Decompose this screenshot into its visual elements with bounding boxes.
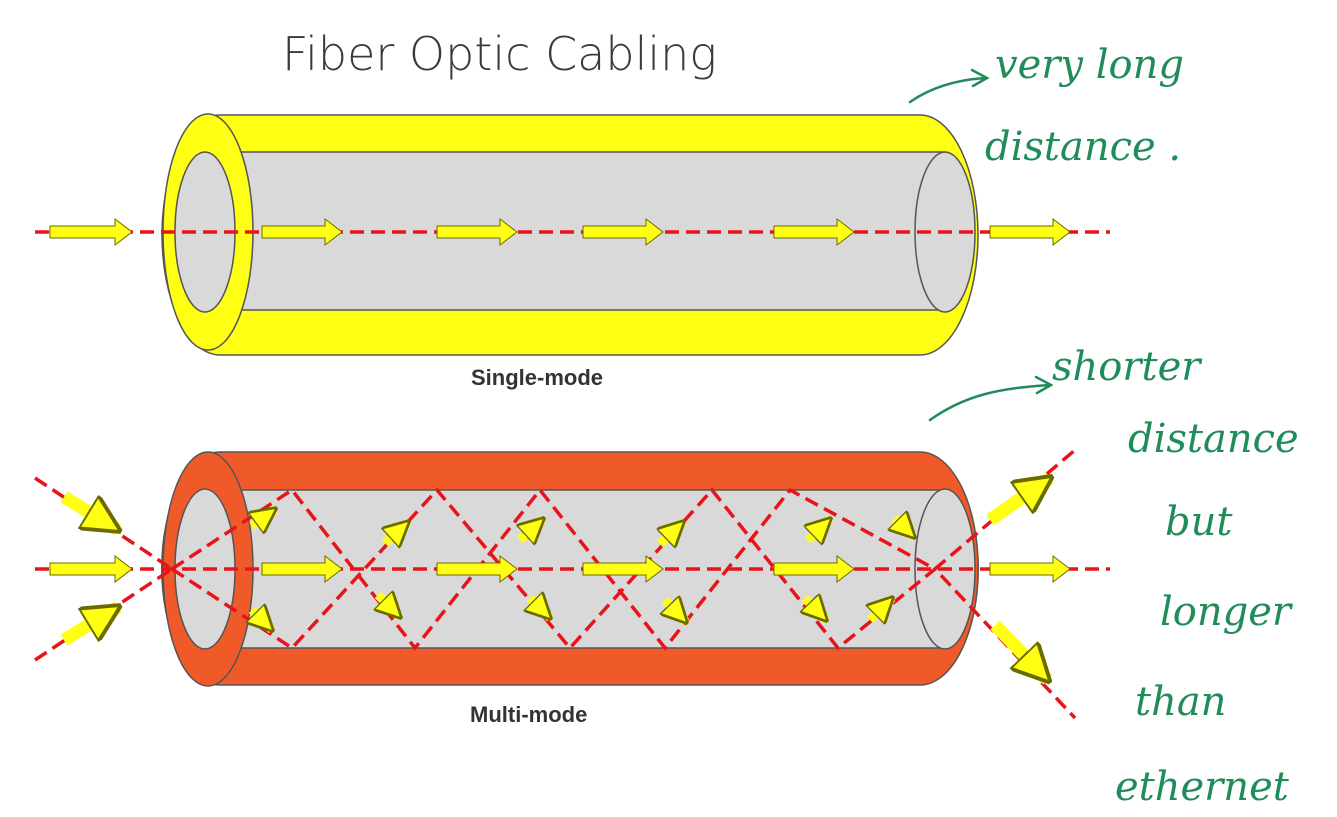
multi-mode-arrow-d10: [805, 598, 826, 620]
multi-note-line-1: shorter: [1052, 344, 1203, 390]
single-mode-arrow-2: [261, 217, 343, 247]
multi-mode-rays: [34, 448, 1110, 720]
single-mode-label: Single-mode: [471, 365, 603, 390]
multi-note-line-4: longer: [1160, 589, 1294, 635]
multi-mode-arrow-axis-3: [582, 554, 664, 584]
single-mode-arrow-5: [773, 217, 855, 247]
multi-mode-arrow-in-upper: [60, 491, 118, 536]
multi-mode-arrow-d12: [870, 598, 892, 620]
multi-mode-arrow-axis-4: [773, 554, 855, 584]
multi-mode-arrow-d11: [895, 518, 914, 537]
multi-mode-arrow-in-lower: [60, 601, 118, 646]
multi-mode-arrow-out-mid: [989, 554, 1071, 584]
multi-note-line-2: distance: [1128, 416, 1299, 462]
single-mode-arrow-1: [49, 217, 133, 247]
multi-mode-arrow-out-lower: [990, 620, 1048, 680]
multi-mode-label: Multi-mode: [470, 702, 587, 727]
multi-mode-arrow-axis-1: [261, 554, 343, 584]
multi-mode-arrow-d2: [252, 610, 272, 630]
multi-mode-arrow-d7: [660, 522, 683, 544]
single-mode-rays: [35, 217, 1110, 247]
single-annotation-arrow: [908, 68, 990, 104]
multi-note-line-3: but: [1165, 499, 1233, 545]
multi-mode-arrow-d9: [808, 519, 830, 540]
diagram-title: Fiber Optic Cabling: [282, 27, 717, 81]
multi-mode-arrow-in-mid: [49, 554, 133, 584]
multi-mode-arrow-axis-2: [436, 554, 518, 584]
multi-mode-arrow-out-upper: [986, 472, 1050, 526]
multi-mode-entry-ray-lower: [34, 567, 173, 662]
single-mode-arrow-3: [436, 217, 518, 247]
single-mode-annotation: very long distance .: [908, 42, 1184, 170]
multi-mode-arrow-d4: [378, 595, 400, 617]
multi-mode-arrow-d5: [520, 519, 543, 540]
single-mode-arrow-4: [582, 217, 664, 247]
single-mode-arrow-6: [989, 217, 1071, 247]
multi-mode-entry-ray-upper: [34, 476, 173, 571]
multi-note-line-6: ethernet: [1115, 764, 1290, 810]
multi-mode-arrow-d8: [665, 600, 686, 622]
multi-mode-arrow-d3: [385, 522, 408, 543]
multi-annotation-arrow: [928, 375, 1054, 422]
multi-note-line-5: than: [1135, 679, 1226, 725]
multi-mode-zigzag-a: [171, 448, 1077, 651]
multi-mode-arrow-d1: [252, 505, 275, 526]
single-note-line-1: very long: [995, 42, 1184, 88]
multi-mode-annotation: shorter distance but longer than etherne…: [928, 344, 1299, 810]
single-note-line-2: distance .: [985, 124, 1181, 170]
multi-mode-arrow-d6: [530, 598, 550, 618]
multi-mode-zigzag-b: [171, 487, 1077, 720]
